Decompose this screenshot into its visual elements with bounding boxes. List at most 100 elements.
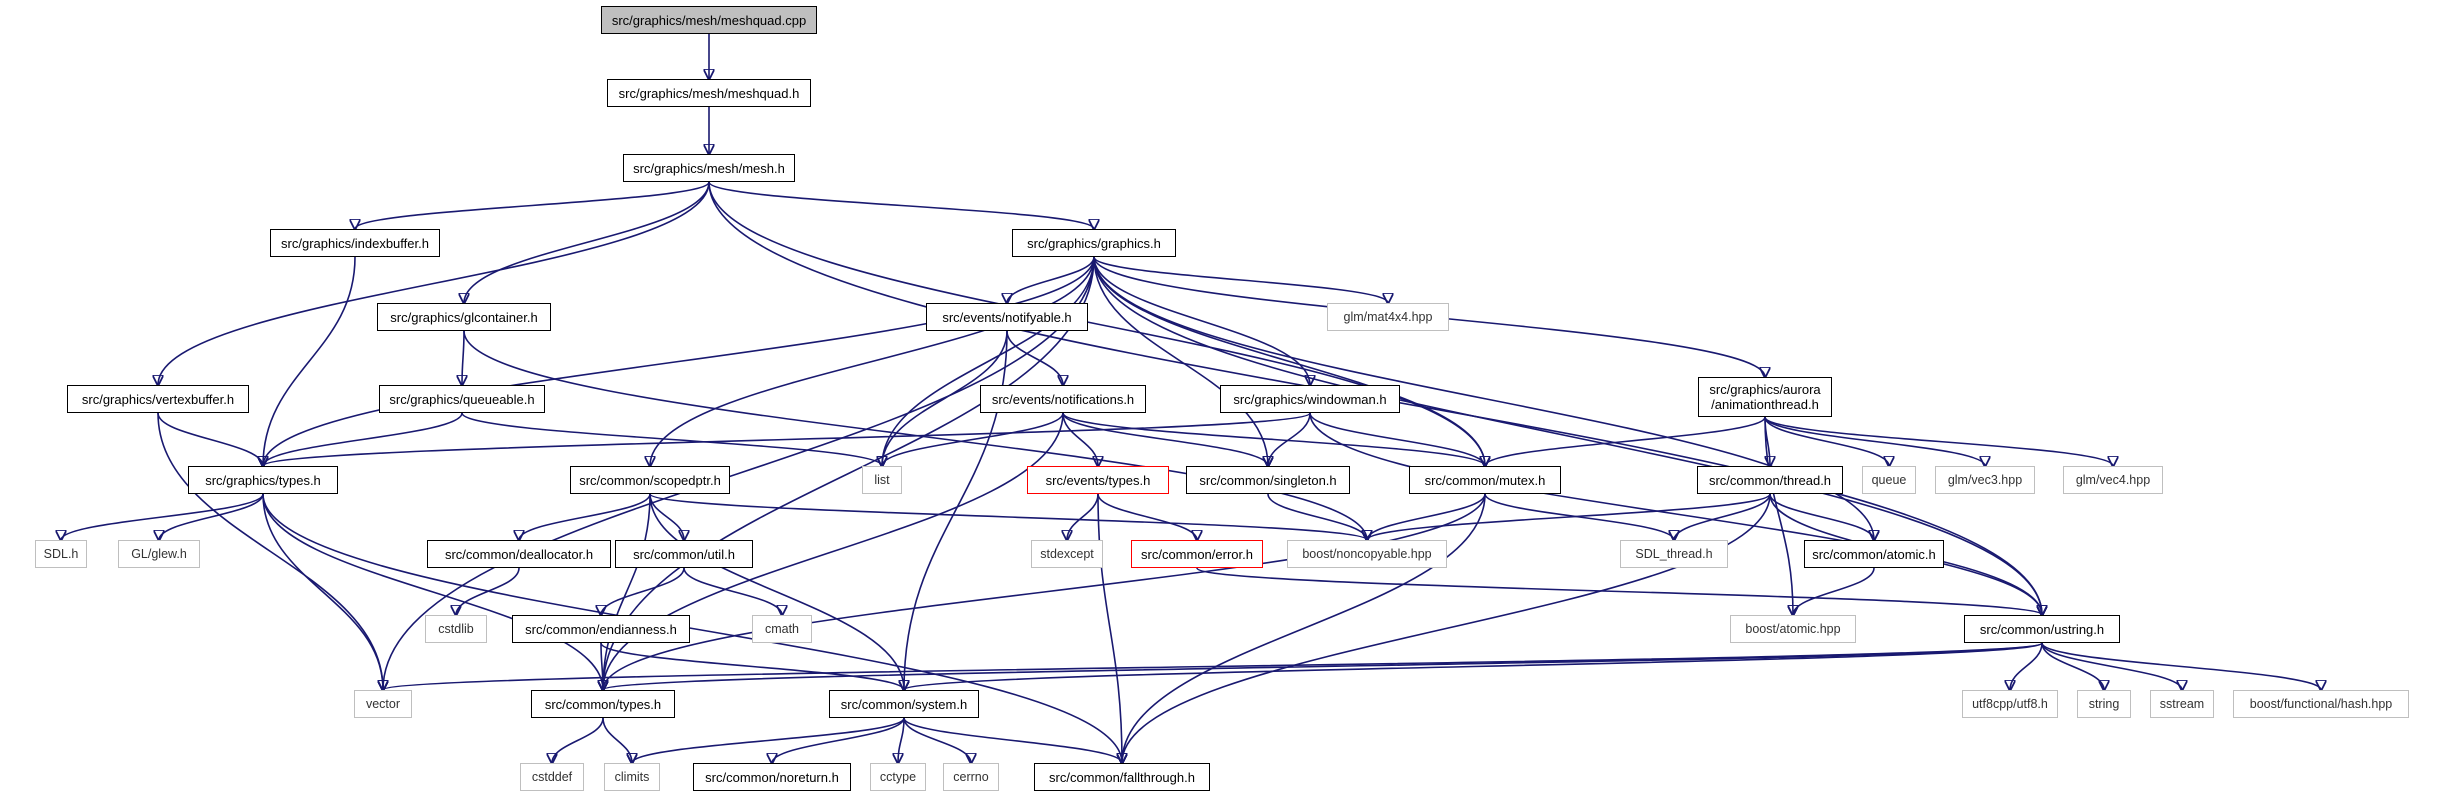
- edge-graphics_types_h-to-vector: [262, 493, 383, 690]
- edge-scopedptr_h-to-common_types_h: [603, 493, 651, 690]
- edge-mutex_h-to-fallthrough_h: [1122, 493, 1486, 763]
- edge-ustring_h-to-system_h: [904, 642, 2043, 690]
- edge-thread_h-to-atomic_h: [1769, 493, 1874, 540]
- edge-graphics_types_h-to-fallthrough_h: [262, 493, 1122, 763]
- node-atomic-h[interactable]: src/common/atomic.h: [1804, 540, 1944, 568]
- edge-animationthread_h-to-queue: [1764, 416, 1889, 466]
- edge-graphics_types_h-to-common_types_h: [262, 493, 603, 690]
- edge-scopedptr_h-to-noncopyable: [649, 493, 1367, 540]
- node-glcontainer-h[interactable]: src/graphics/glcontainer.h: [377, 303, 551, 331]
- edge-graphics_h-to-ustring_h: [1093, 256, 2042, 615]
- edge-graphics_h-to-scopedptr_h: [650, 256, 1095, 466]
- edge-system_h-to-climits: [632, 717, 905, 763]
- edge-endianness_h-to-system_h: [600, 642, 904, 690]
- edge-animationthread_h-to-glm_vec3: [1764, 416, 1985, 466]
- edge-common_types_h-to-climits: [602, 717, 632, 763]
- node-notifications-h[interactable]: src/events/notifications.h: [980, 385, 1146, 413]
- node-glm-vec3: glm/vec3.hpp: [1935, 466, 2035, 494]
- edge-ustring_h-to-sstream: [2041, 642, 2182, 690]
- edge-graphics_types_h-to-sdl_h: [61, 493, 264, 540]
- node-common-types-h[interactable]: src/common/types.h: [531, 690, 675, 718]
- node-glew-h: GL/glew.h: [118, 540, 200, 568]
- edge-notifyable_h-to-notifications_h: [1006, 330, 1063, 385]
- node-error-h[interactable]: src/common/error.h: [1131, 540, 1263, 568]
- node-system-h[interactable]: src/common/system.h: [829, 690, 979, 718]
- edge-common_types_h-to-cstddef: [552, 717, 604, 763]
- node-thread-h[interactable]: src/common/thread.h: [1697, 466, 1843, 494]
- edge-windowman_h-to-mutex_h: [1309, 412, 1485, 466]
- node-endianness-h[interactable]: src/common/endianness.h: [512, 615, 690, 643]
- node-sdl-h: SDL.h: [35, 540, 87, 568]
- node-ustring-h[interactable]: src/common/ustring.h: [1964, 615, 2120, 643]
- node-queueable-h[interactable]: src/graphics/queueable.h: [379, 385, 545, 413]
- edge-windowman_h-to-singleton_h: [1268, 412, 1311, 466]
- edge-util_h-to-cmath: [683, 567, 782, 615]
- edge-notifications_h-to-events_types_h: [1062, 412, 1098, 466]
- edge-graphics_h-to-list: [882, 256, 1095, 466]
- node-windowman-h[interactable]: src/graphics/windowman.h: [1220, 385, 1400, 413]
- node-stdexcept: stdexcept: [1031, 540, 1103, 568]
- node-mesh-h[interactable]: src/graphics/mesh/mesh.h: [623, 154, 795, 182]
- edge-thread_h-to-sdl_thread: [1674, 493, 1771, 540]
- node-noreturn-h[interactable]: src/common/noreturn.h: [693, 763, 851, 791]
- node-cmath: cmath: [752, 615, 812, 643]
- node-string: string: [2077, 690, 2131, 718]
- node-graphics-types-h[interactable]: src/graphics/types.h: [188, 466, 338, 494]
- edge-mutex_h-to-common_types_h: [603, 493, 1486, 690]
- node-glm-mat4x4: glm/mat4x4.hpp: [1327, 303, 1449, 331]
- edge-graphics_types_h-to-glew_h: [159, 493, 264, 540]
- edge-glcontainer_h-to-queueable_h: [462, 330, 464, 385]
- edge-graphics_h-to-vector: [383, 256, 1095, 690]
- edge-notifications_h-to-singleton_h: [1062, 412, 1268, 466]
- edge-animationthread_h-to-mutex_h: [1485, 416, 1766, 466]
- edge-thread_h-to-noncopyable: [1367, 493, 1771, 540]
- edge-graphics_h-to-notifyable_h: [1007, 256, 1095, 303]
- edge-ustring_h-to-common_types_h: [603, 642, 2043, 690]
- edge-ustring_h-to-utf8: [2010, 642, 2043, 690]
- edge-notifyable_h-to-list: [882, 330, 1008, 466]
- node-queue: queue: [1862, 466, 1916, 494]
- edge-mesh_h-to-vertexbuffer_h: [158, 181, 710, 385]
- edge-notifications_h-to-mutex_h: [1062, 412, 1485, 466]
- edge-mesh_h-to-glcontainer_h: [464, 181, 710, 303]
- node-notifyable-h[interactable]: src/events/notifyable.h: [926, 303, 1088, 331]
- node-boost-functional-hash: boost/functional/hash.hpp: [2233, 690, 2409, 718]
- edge-windowman_h-to-graphics_types_h: [263, 412, 1311, 466]
- node-vertexbuffer-h[interactable]: src/graphics/vertexbuffer.h: [67, 385, 249, 413]
- edge-system_h-to-fallthrough_h: [903, 717, 1122, 763]
- edge-mesh_h-to-indexbuffer_h: [355, 181, 710, 229]
- node-util-h[interactable]: src/common/util.h: [615, 540, 753, 568]
- edge-graphics_h-to-glm_mat4: [1093, 256, 1388, 303]
- node-singleton-h[interactable]: src/common/singleton.h: [1186, 466, 1350, 494]
- node-list: list: [862, 466, 902, 494]
- node-cctype: cctype: [870, 763, 926, 791]
- node-meshquad-cpp: src/graphics/mesh/meshquad.cpp: [601, 6, 817, 34]
- edge-events_types_h-to-fallthrough_h: [1097, 493, 1122, 763]
- node-cstddef: cstddef: [520, 763, 584, 791]
- node-meshquad-h[interactable]: src/graphics/mesh/meshquad.h: [607, 79, 811, 107]
- node-events-types-h[interactable]: src/events/types.h: [1027, 466, 1169, 494]
- edge-ustring_h-to-string: [2041, 642, 2104, 690]
- node-fallthrough-h[interactable]: src/common/fallthrough.h: [1034, 763, 1210, 791]
- edge-queueable_h-to-graphics_types_h: [263, 412, 463, 466]
- node-deallocator-h[interactable]: src/common/deallocator.h: [427, 540, 611, 568]
- edge-vertexbuffer_h-to-vector: [157, 412, 383, 690]
- node-graphics-h[interactable]: src/graphics/graphics.h: [1012, 229, 1176, 257]
- node-vector: vector: [354, 690, 412, 718]
- edge-deallocator_h-to-cstdlib: [456, 567, 520, 615]
- edge-animationthread_h-to-glm_vec4: [1764, 416, 2113, 466]
- edge-graphics_h-to-graphics_types_h: [263, 256, 1095, 466]
- edge-util_h-to-endianness_h: [601, 567, 685, 615]
- node-indexbuffer-h[interactable]: src/graphics/indexbuffer.h: [270, 229, 440, 257]
- edge-graphics_h-to-common_types_h: [603, 256, 1095, 690]
- edge-animationthread_h-to-boost_atomic: [1764, 416, 1793, 615]
- edge-scopedptr_h-to-deallocator_h: [519, 493, 651, 540]
- edge-system_h-to-cctype: [898, 717, 905, 763]
- node-scopedptr-h[interactable]: src/common/scopedptr.h: [570, 466, 730, 494]
- node-utf8cpp: utf8cpp/utf8.h: [1962, 690, 2058, 718]
- node-animationthread-h[interactable]: src/graphics/aurora /animationthread.h: [1698, 377, 1832, 417]
- edge-events_types_h-to-error_h: [1097, 493, 1197, 540]
- node-mutex-h[interactable]: src/common/mutex.h: [1409, 466, 1561, 494]
- edge-ustring_h-to-boost_hash: [2041, 642, 2321, 690]
